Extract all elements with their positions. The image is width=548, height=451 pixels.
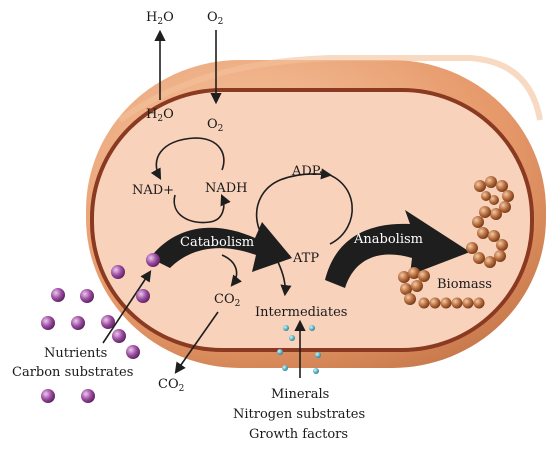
nutrient-particle: [41, 316, 55, 330]
nutrients-label: Nutrients: [44, 346, 107, 361]
mineral-particle: [315, 352, 321, 358]
anabolism-arrow: [325, 210, 470, 288]
inside-h2o-label: H2O: [146, 107, 174, 124]
nutrient-particles: [41, 253, 160, 403]
nutrient-particle: [101, 315, 115, 329]
carbon-substrates-label: Carbon substrates: [12, 365, 133, 380]
atp-label: ATP: [292, 251, 319, 266]
mineral-particle: [283, 325, 289, 331]
nutrient-particle: [41, 389, 55, 403]
mineral-particle: [309, 325, 315, 331]
adp-label: ADP: [291, 164, 321, 179]
nad-to-h2o-curve: [150, 137, 225, 180]
intermediates-label: Intermediates: [255, 305, 347, 320]
to-intermediates-arrow: [277, 261, 292, 297]
mineral-particle: [313, 368, 319, 374]
nutrient-particle: [126, 345, 140, 359]
anabolism-label: Anabolism: [353, 232, 423, 247]
outside-o2-label: O2: [207, 10, 223, 27]
catabolism-label: Catabolism: [180, 235, 254, 250]
inside-co2-label: CO2: [214, 292, 240, 309]
nad-plus-label: NAD+: [132, 183, 174, 198]
nitrogen-substrates-label: Nitrogen substrates: [233, 407, 365, 422]
nutrient-particle: [51, 288, 65, 302]
adp-atp-cycle: [319, 171, 353, 245]
mineral-particle: [282, 365, 288, 371]
nutrient-particle: [80, 289, 94, 303]
mineral-particles: [277, 325, 321, 374]
nutrient-particle: [81, 389, 95, 403]
nutrient-particle: [146, 253, 160, 267]
biomass-particles: [398, 176, 514, 309]
minerals-label: Minerals: [271, 387, 329, 402]
to-co2-inner-arrow: [221, 254, 242, 287]
outside-h2o-label: H2O: [146, 10, 174, 27]
nutrient-particle: [112, 329, 126, 343]
nutrient-particle: [111, 265, 125, 279]
catabolism-arrow: [150, 222, 292, 272]
mineral-particle: [277, 349, 283, 355]
nutrient-particle: [136, 289, 150, 303]
growth-factors-label: Growth factors: [249, 427, 348, 442]
outside-co2-label: CO2: [158, 377, 184, 394]
mineral-particle: [289, 335, 295, 341]
nadh-loop-curve: [173, 193, 231, 224]
co2-out-arrow: [174, 311, 219, 374]
nutrient-uptake-arrow: [102, 270, 152, 344]
biomass-label: Biomass: [437, 277, 492, 292]
inside-o2-label: O2: [207, 117, 223, 134]
nutrient-particle: [71, 316, 85, 330]
nadh-label: NADH: [205, 181, 248, 196]
